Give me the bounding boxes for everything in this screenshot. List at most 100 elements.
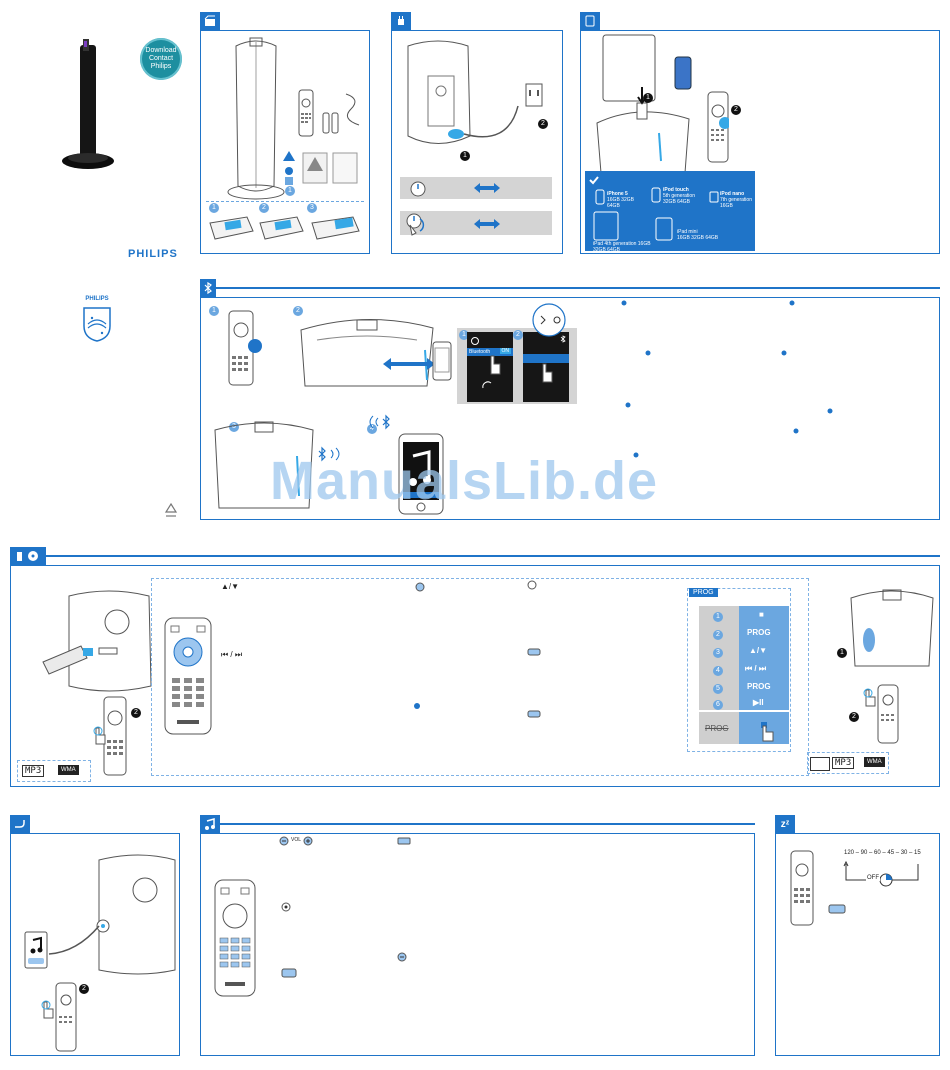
power-button-icon — [410, 181, 426, 197]
panel-bluetooth: 1 2 ≤ 10 m 1 Bluetooth ON 2 — [200, 297, 940, 520]
shield-brand-text: PHILIPS — [85, 296, 109, 302]
remote-button-icon — [281, 968, 297, 978]
step-badge: 2 — [849, 712, 859, 722]
remote-button-icon — [527, 648, 541, 656]
compat-detail: 7th generation — [720, 197, 752, 203]
phone-screen-1: Bluetooth ON — [467, 332, 513, 402]
step-badge: 1 — [837, 648, 847, 658]
remote-button-icon — [527, 710, 541, 718]
range-arrow-icon — [383, 358, 435, 370]
compat-item: iPhone 5 16GB 32GB 64GB — [607, 191, 647, 209]
hand-pointer-icon — [41, 1000, 54, 1019]
ipod-touch-outline-icon — [651, 187, 661, 203]
bt-setting-row: Bluetooth ON — [467, 348, 513, 356]
tab-power — [391, 12, 411, 30]
download-badge[interactable]: Download Contact Philips — [140, 38, 182, 80]
dock-speaker-disc-drawing — [850, 589, 934, 667]
ipad-outline-icon — [593, 211, 619, 241]
compat-name: iPod nano — [720, 191, 745, 197]
nav-up-down-label: ▲/▼ — [221, 582, 240, 591]
step-badge: 2 — [131, 708, 141, 718]
step-badge: 2 — [293, 306, 303, 316]
wave-bluetooth-icon — [369, 414, 390, 430]
nav-prev-next-label: ⏮ / ⏭ — [221, 650, 243, 659]
loading-spinner-icon — [482, 381, 492, 389]
prog-steps-blue — [739, 606, 789, 710]
compatibility-box: iPhone 5 16GB 32GB 64GB iPod touch 5th g… — [585, 171, 756, 253]
format-logos-right: MP3 WMA — [807, 752, 889, 774]
plug-icon — [398, 16, 404, 25]
tall-speaker-drawing — [227, 37, 285, 200]
panel-sound: VOL — [200, 833, 755, 1056]
compat-name: iPod touch — [663, 187, 689, 193]
bluetooth-icon — [204, 282, 212, 294]
panel-usb-disc: 2 MP3 WMA ▲/▼ ⏮ / ⏭ PROG 1 2 3 4 5 6 ■ P… — [10, 565, 940, 787]
tab-dock — [580, 12, 600, 30]
remote-button-icon — [625, 402, 631, 408]
gear-icon — [471, 337, 479, 345]
bluetooth-wave-icon — [318, 446, 340, 462]
hand-pointer-icon — [542, 363, 553, 383]
step-badge: 3 — [713, 648, 723, 658]
compat-sizes: 16GB — [720, 203, 733, 209]
device-list-row[interactable] — [523, 354, 569, 363]
tab-bluetooth — [200, 279, 216, 297]
compat-item: iPad mini 16GB 32GB 64GB — [677, 229, 747, 241]
compat-detail: 5th generation — [663, 193, 695, 199]
smartphone-drawing — [432, 341, 452, 381]
remote-control-drawing — [298, 89, 314, 137]
speaker-usb-drawing — [42, 590, 152, 692]
step-badge: 4 — [713, 666, 723, 676]
tab-bluetooth-line — [216, 287, 940, 289]
bt-pairing-circle-icon — [532, 303, 566, 337]
box-open-icon — [204, 15, 215, 26]
compat-sizes: 16GB 32GB 64GB — [593, 241, 651, 253]
format-wma: WMA — [864, 757, 885, 767]
step-badge: 1 — [209, 306, 219, 316]
remote-control-drawing — [55, 982, 77, 1052]
bt-toggle[interactable]: ON — [499, 348, 511, 354]
compat-item: iPod touch 5th generation 32GB 64GB — [663, 187, 711, 205]
compat-item: iPod nano 7th generation 16GB — [720, 191, 756, 209]
hand-pointer-icon — [93, 726, 106, 745]
batteries-drawing — [322, 112, 339, 134]
watermark-text: ManualsLib.de — [270, 451, 659, 511]
remote-button-icon — [633, 452, 639, 458]
compat-detail: 4th generation — [604, 241, 637, 247]
tab-usb-line — [46, 555, 940, 557]
remote-button-icon — [793, 428, 799, 434]
ipad-mini-outline-icon — [655, 217, 673, 241]
compat-name: iPad mini — [677, 229, 698, 235]
compat-item: iPad 4th generation 16GB 32GB 64GB — [593, 241, 653, 253]
remote-button-icon — [415, 582, 425, 592]
step-badge: 1 — [459, 330, 469, 340]
tablet-icon — [585, 15, 595, 27]
prog-step-label: PROG — [747, 628, 771, 637]
ipod-nano-outline-icon — [709, 191, 719, 203]
tab-usb-disc — [10, 547, 46, 565]
step-badge: 2 — [79, 984, 89, 994]
step-badge: 1 — [285, 186, 295, 196]
remote-control-drawing — [103, 696, 127, 776]
remote-button-icon — [789, 300, 795, 306]
double-arrow-icon — [474, 219, 500, 229]
battery-insert-step-2 — [259, 216, 304, 240]
panel-setup: 1 1 2 3 — [200, 30, 370, 254]
tab-sleep: zᶻ — [775, 815, 795, 833]
compat-name: iPad — [593, 241, 604, 247]
speaker-back-plug-drawing — [407, 40, 543, 144]
step-badge: 2 — [259, 203, 269, 213]
remote-button-icon — [827, 408, 833, 414]
vol-label: VOL — [291, 837, 302, 843]
tab-audio-in — [10, 815, 30, 833]
prog-step-label: ■ — [759, 610, 764, 619]
compat-sizes: 16GB 32GB 64GB — [677, 235, 719, 241]
remote-control-large-drawing — [164, 617, 212, 735]
download-badge-text: Download Contact Philips — [145, 47, 177, 70]
format-mp3: MP3 — [832, 757, 855, 769]
sleep-cycle-arrows — [843, 860, 919, 887]
remote-control-large-drawing — [214, 879, 256, 997]
remote-button-icon — [781, 350, 787, 356]
compat-sizes: 32GB 64GB — [663, 199, 690, 205]
format-disc-logo — [810, 757, 830, 771]
